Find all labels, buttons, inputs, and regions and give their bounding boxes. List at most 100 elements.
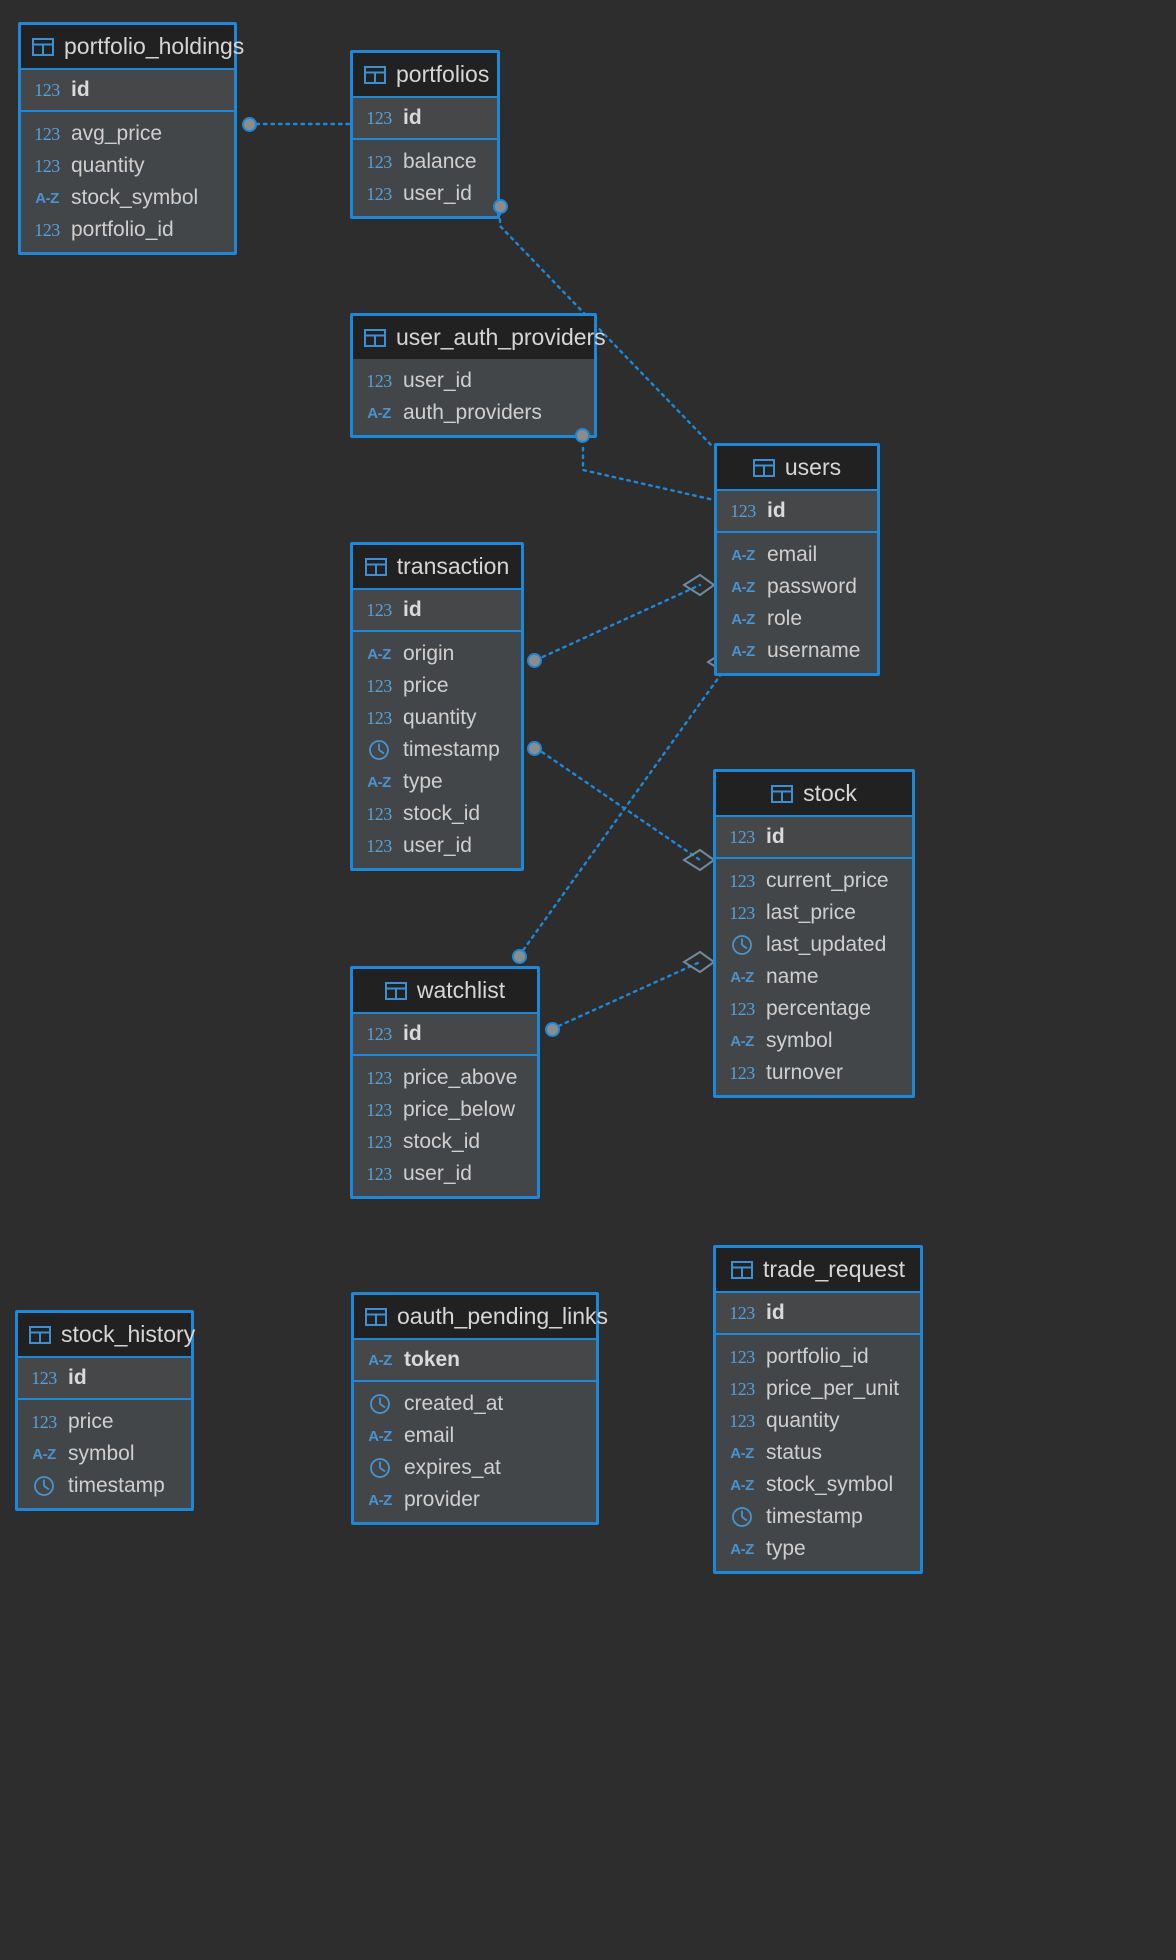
table-header-portfolios[interactable]: portfolios [353, 53, 497, 96]
table-header-user_auth_providers[interactable]: user_auth_providers [353, 316, 606, 359]
relationship-endpoint-dot-portfolios-users[interactable] [493, 199, 508, 214]
relationship-endpoint-dot-transaction-users[interactable] [527, 653, 542, 668]
table-header-oauth_pending_links[interactable]: oauth_pending_links [354, 1295, 608, 1338]
relationship-endpoint-dot-watchlist-stock[interactable] [545, 1022, 560, 1037]
column-name: role [767, 607, 803, 630]
relationship-endpoint-dot-watchlist-users[interactable] [512, 949, 527, 964]
table-header-stock[interactable]: stock [716, 772, 912, 815]
column-row-watchlist-price_above[interactable]: 123 price_above [353, 1062, 537, 1094]
relationship-endpoint-dot-transaction-stock[interactable] [527, 741, 542, 756]
number-type-icon: 123 [729, 1346, 755, 1367]
table-icon [731, 1260, 754, 1279]
table-header-watchlist[interactable]: watchlist [353, 969, 537, 1012]
column-row-trade_request-timestamp[interactable]: timestamp [716, 1501, 920, 1533]
column-name: price_above [403, 1066, 518, 1089]
table-title: watchlist [416, 977, 506, 1003]
table-title: users [784, 454, 842, 480]
relationship-endpoint-dot-user_auth_providers-users[interactable] [575, 428, 590, 443]
table-header-transaction[interactable]: transaction [353, 545, 521, 588]
column-name: id [68, 1366, 87, 1389]
column-name: avg_price [71, 122, 163, 145]
column-row-oauth_pending_links-expires_at[interactable]: expires_at [354, 1452, 596, 1484]
clock-type-icon [29, 1476, 59, 1496]
column-row-transaction-user_id[interactable]: 123 user_id [353, 830, 521, 862]
column-row-transaction-timestamp[interactable]: timestamp [353, 734, 521, 766]
column-row-stock_history-timestamp[interactable]: timestamp [18, 1470, 191, 1502]
table-header-trade_request[interactable]: trade_request [716, 1248, 920, 1291]
table-header-stock_history[interactable]: stock_history [18, 1313, 195, 1356]
text-type-icon: A-Z [32, 1445, 56, 1463]
column-row-oauth_pending_links-created_at[interactable]: created_at [354, 1388, 596, 1420]
column-name: user_id [403, 834, 472, 857]
column-name: email [404, 1424, 455, 1447]
number-type-icon: 123 [366, 835, 392, 856]
text-type-icon: A-Z [730, 1540, 754, 1558]
column-row-stock-last_updated[interactable]: last_updated [716, 929, 912, 961]
number-type-icon: 123 [366, 1067, 392, 1088]
table-header-users[interactable]: users [717, 446, 877, 489]
table-title: transaction [396, 553, 510, 579]
table-header-portfolio_holdings[interactable]: portfolio_holdings [21, 25, 244, 68]
column-name: token [404, 1348, 461, 1371]
relationship-endpoint-dot-portfolio_holdings-portfolios[interactable] [242, 117, 257, 132]
column-name: type [403, 770, 443, 793]
